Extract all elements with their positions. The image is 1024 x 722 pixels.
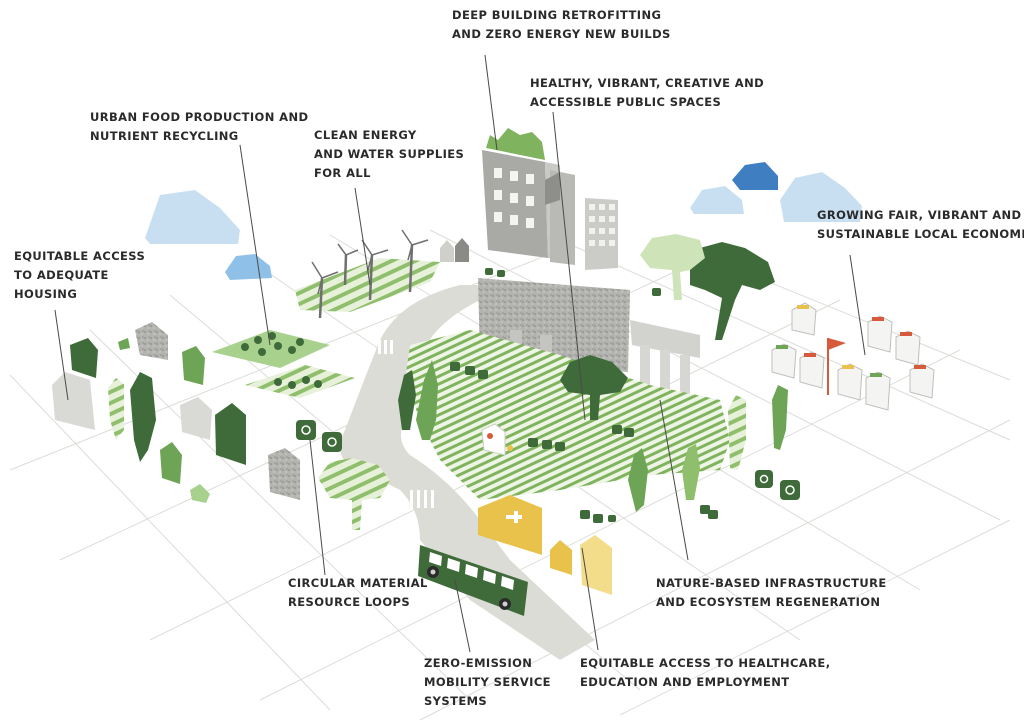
recycle-icon [755,470,800,500]
school-building [550,535,612,595]
house-icon [440,238,469,262]
energy-field [295,258,440,312]
tree-icon [628,448,648,512]
leader-lines [54,54,866,653]
tower-building [545,170,575,265]
tree-icon [130,372,156,462]
employment-building [481,423,513,456]
cloud-icon [690,186,744,214]
recycle-icon [296,420,342,452]
tree-icon [416,360,438,440]
food-field [212,330,355,398]
tree-icon [772,385,788,450]
tree-icon [728,395,746,470]
crosswalk [378,340,434,508]
tall-building [585,198,618,270]
healthcare-building [478,495,542,555]
shrub-icon [450,268,718,523]
housing-block [52,322,300,503]
bus-icon [418,545,528,616]
market-stall [771,302,935,411]
cloud-icon [145,190,240,244]
tree-icon [108,378,124,440]
cloud-icon [732,162,778,190]
tree-icon [560,355,628,420]
label-healthcare: EQUITABLE ACCESS TO HEALTHCARE,EDUCATION… [580,656,831,689]
tree-icon [682,444,700,500]
tree-icon [690,242,775,340]
tree-icon [640,234,705,300]
tree-icon [398,370,416,430]
flag-icon [827,338,846,395]
tree-icon [318,458,390,530]
cloud-icon [225,254,272,280]
cloud-icon [780,172,862,222]
